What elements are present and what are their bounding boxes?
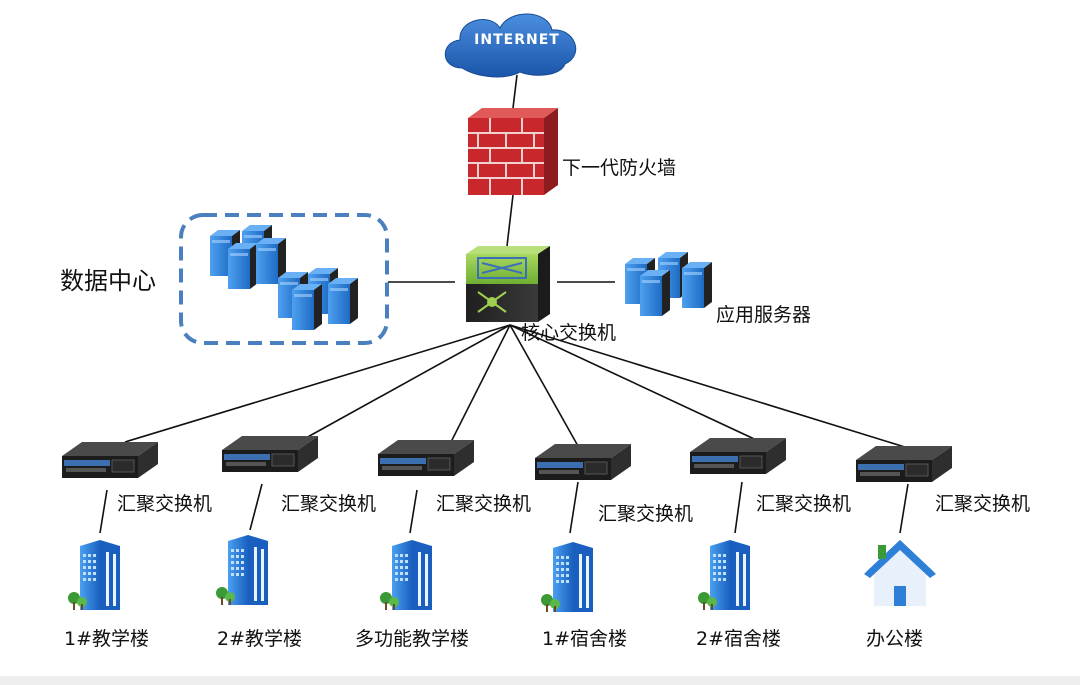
aggregation-switch-icon xyxy=(377,439,475,477)
connection-lines xyxy=(99,74,909,534)
core-switch-icon xyxy=(466,246,550,322)
aggregation-switch-label: 汇聚交换机 xyxy=(436,493,532,515)
aggregation-switch-label: 汇聚交换机 xyxy=(935,493,1031,515)
building-label: 1#宿舍楼 xyxy=(542,628,628,650)
house-icon xyxy=(864,540,936,606)
building-label: 2#宿舍楼 xyxy=(696,628,782,650)
building-label: 多功能教学楼 xyxy=(355,628,470,650)
aggregation-switch-icon xyxy=(855,445,953,483)
building-label: 1#教学楼 xyxy=(64,628,150,650)
firewall-label: 下一代防火墙 xyxy=(562,157,677,179)
aggregation-switch-label: 汇聚交换机 xyxy=(756,493,852,515)
office-building-icon xyxy=(216,535,268,605)
aggregation-switch-icon xyxy=(534,443,632,481)
building-label: 2#教学楼 xyxy=(217,628,303,650)
firewall-icon xyxy=(468,108,558,195)
aggregation-switch-icon xyxy=(221,435,319,473)
datacenter-boundary xyxy=(179,213,389,345)
datacenter-servers-icon xyxy=(210,225,358,330)
aggregation-switch-icon xyxy=(689,437,787,475)
aggregation-switch-label: 汇聚交换机 xyxy=(281,493,377,515)
office-building-icon xyxy=(380,540,432,610)
aggregation-switch-label: 汇聚交换机 xyxy=(117,493,213,515)
bottom-bar xyxy=(0,676,1080,685)
app-server-icon xyxy=(625,252,712,316)
office-building-icon xyxy=(698,540,750,610)
datacenter-label: 数据中心 xyxy=(60,267,156,295)
app-server-label: 应用服务器 xyxy=(716,304,812,326)
aggregation-switch-label: 汇聚交换机 xyxy=(598,503,694,525)
aggregation-switch-icon xyxy=(61,441,159,479)
building-label: 办公楼 xyxy=(866,628,924,650)
office-building-icon xyxy=(541,542,593,612)
office-building-icon xyxy=(68,540,120,610)
internet-cloud-icon xyxy=(444,13,577,78)
core-switch-label: 核心交换机 xyxy=(521,322,617,344)
internet-label: INTERNET xyxy=(474,32,560,48)
